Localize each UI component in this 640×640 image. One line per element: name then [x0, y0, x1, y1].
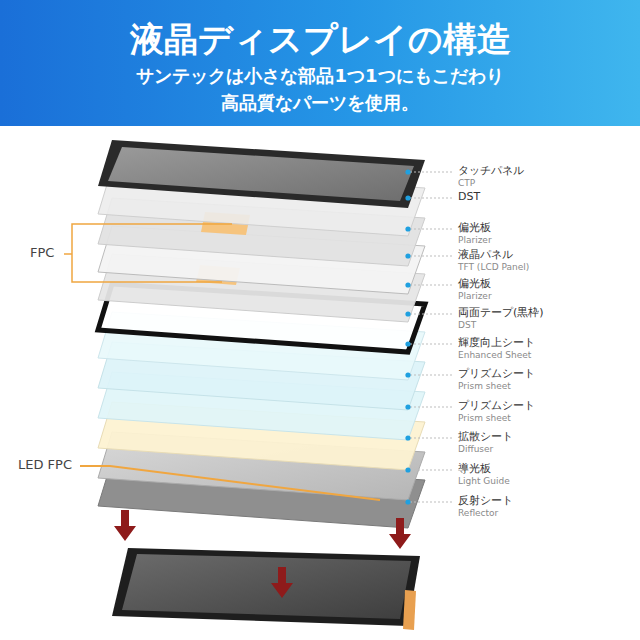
part-name-english: Plarizer — [458, 291, 492, 301]
down-arrow — [389, 518, 411, 549]
part-name: プリズムシート — [458, 368, 535, 381]
fpc-leader — [64, 253, 72, 255]
part-name-english: Light Guide — [458, 476, 510, 486]
callout-label: LED FPC — [16, 458, 74, 473]
assembled-display — [112, 548, 420, 626]
title: 液晶ディスプレイの構造 — [0, 20, 640, 59]
part-name-english: Plarizer — [458, 235, 492, 245]
part-name-english: Reflector — [458, 508, 498, 518]
part-name-english: TFT (LCD Panel) — [458, 262, 529, 272]
leader-lines — [410, 172, 452, 502]
part-name-english: Diffuser — [458, 444, 493, 454]
assembled-screen — [122, 554, 411, 619]
fpc-bracket — [72, 224, 232, 282]
part-name: 拡散シート — [458, 431, 513, 444]
part-name: DST — [458, 191, 480, 204]
part-name: 反射シート — [458, 495, 513, 508]
subtitle: 高品質なパーツを使用。 — [0, 93, 640, 114]
part-name-english: Prism sheet — [458, 381, 511, 391]
callout-label: FPC — [28, 246, 56, 261]
display-fpc-tail — [403, 590, 416, 630]
subtitle: サンテックは小さな部品1つ1つにもこだわり — [0, 66, 640, 87]
part-name-english: Enhanced Sheet — [458, 350, 531, 360]
part-name: 偏光板 — [458, 222, 491, 235]
part-name: 偏光板 — [458, 278, 491, 291]
part-name-english: CTP — [458, 178, 475, 188]
down-arrow — [114, 510, 136, 541]
part-name-english: DST — [458, 320, 476, 330]
touch-panel-frame — [98, 140, 425, 208]
part-name: プリズムシート — [458, 400, 535, 413]
part-name: 液晶パネル — [458, 249, 513, 262]
down-arrow — [271, 567, 293, 598]
touch-panel-glass — [108, 147, 414, 201]
part-name: 輝度向上シート — [458, 337, 535, 350]
leader-dots — [405, 169, 410, 504]
part-name: 導光板 — [458, 463, 491, 476]
part-name: 両面テープ(黒枠) — [458, 307, 544, 320]
part-name: タッチパネル — [458, 165, 524, 178]
part-name-english: Prism sheet — [458, 413, 511, 423]
led-fpc-wire — [80, 466, 380, 500]
